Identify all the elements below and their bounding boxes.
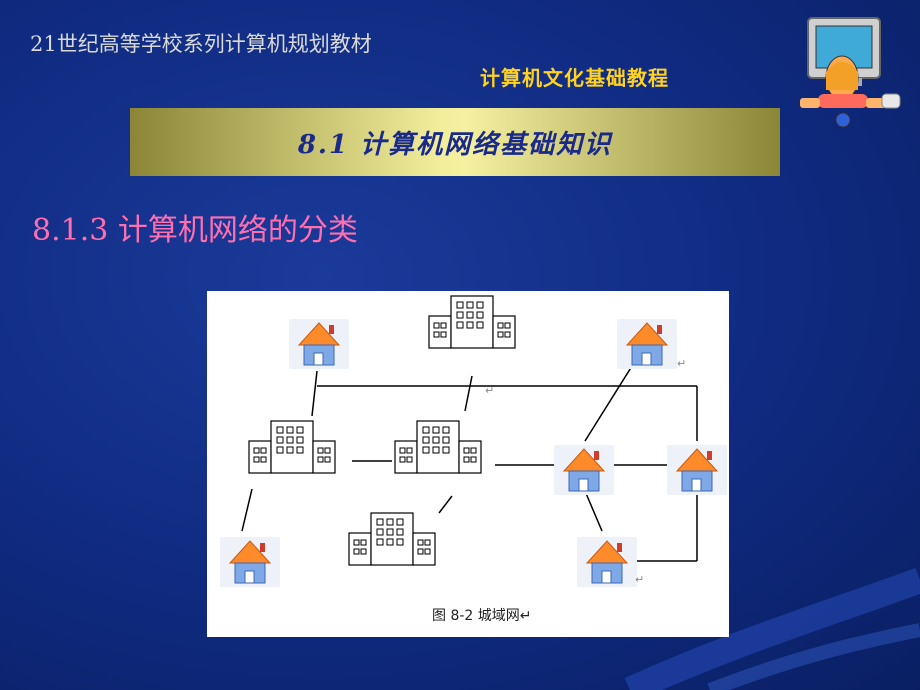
banner-title: 8.1 计算机网络基础知识 [297,129,613,160]
computer-user-logo [800,17,901,128]
building-icon [248,420,336,474]
building-icon [428,295,516,349]
return-mark: ↵ [677,357,686,370]
metro-network-figure: ↵ ↵ ↵ [219,295,728,588]
house-icon [616,318,678,370]
book-title: 计算机文化基础教程 [480,66,669,90]
building-icon [348,512,436,566]
series-title: 21世纪高等学校系列计算机规划教材 [30,32,372,56]
return-mark: ↵ [635,573,644,586]
return-mark: ↵ [485,384,494,397]
network-diagram: ↵ ↵ ↵ [207,291,729,637]
house-icon [576,536,638,588]
chapter-banner: 8.1 计算机网络基础知识 [130,108,780,176]
house-icon [666,444,728,496]
house-icon [219,536,281,588]
figure-caption: 图 8-2 城域网↵ [432,608,532,624]
house-icon [288,318,350,370]
building-icon [394,420,482,474]
section-title: 8.1.3 计算机网络的分类 [32,213,358,248]
house-icon [553,444,615,496]
background-streaks [624,567,920,690]
